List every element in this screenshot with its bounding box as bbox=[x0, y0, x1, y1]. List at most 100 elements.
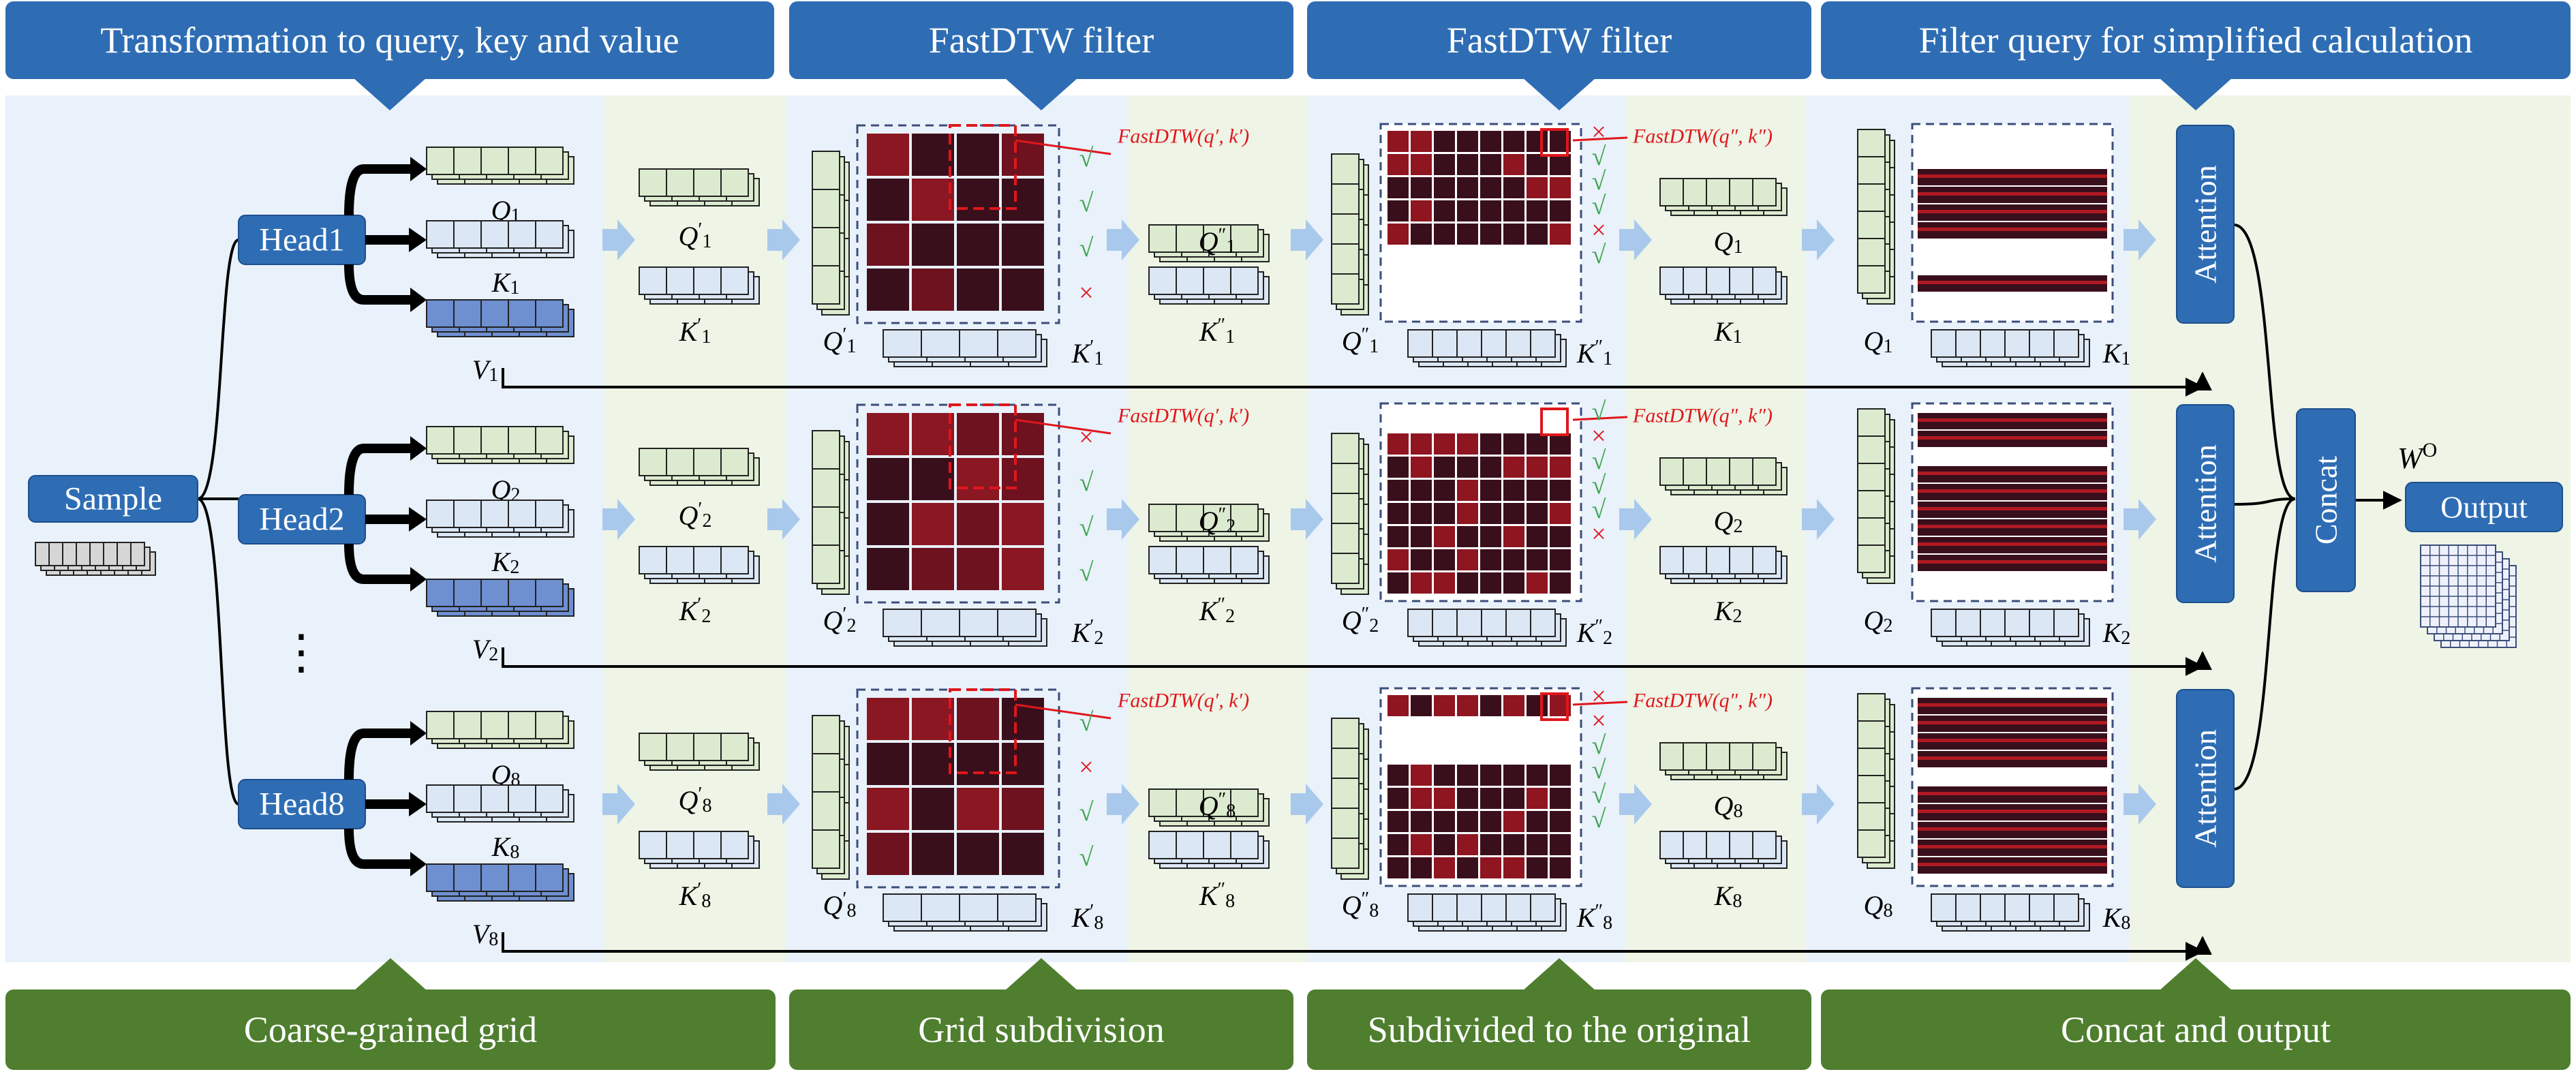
fine-grid-cell bbox=[1550, 224, 1571, 245]
fine-query-column bbox=[1331, 153, 1369, 316]
check-mark: √ bbox=[1079, 708, 1094, 737]
coarse-pointer-line bbox=[1015, 703, 1111, 720]
fine-grid-cell bbox=[1411, 200, 1432, 221]
query-prime-label: Q′1 bbox=[678, 219, 711, 252]
fine-grid-cell bbox=[1387, 811, 1409, 832]
fine-grid-cell bbox=[1411, 549, 1432, 570]
fine-grid-cell bbox=[1503, 480, 1524, 501]
fine-grid-cell bbox=[1457, 200, 1478, 221]
fine-grid-cell bbox=[1480, 857, 1501, 878]
fine-grid-cell bbox=[1503, 526, 1524, 547]
flow-arrow-6 bbox=[1802, 499, 1835, 540]
check-mark: √ bbox=[1592, 471, 1606, 500]
fine-grid-cell bbox=[1480, 788, 1501, 809]
coarse-grid-cell bbox=[867, 134, 909, 176]
stack-layer bbox=[426, 299, 564, 328]
flow-arrow-1 bbox=[602, 219, 635, 260]
bottom-banner-4-box bbox=[1821, 989, 2571, 1070]
fine-grid-cell bbox=[1411, 526, 1432, 547]
fine-grid-cell bbox=[1550, 549, 1571, 570]
fine-pointer-line bbox=[1572, 701, 1628, 706]
fine-query-label: Q″8 bbox=[1342, 889, 1379, 921]
query-dprime-stack bbox=[1148, 788, 1270, 827]
fine-grid-cell bbox=[1503, 549, 1524, 570]
fine-grid-cell bbox=[1550, 200, 1571, 221]
value-stack bbox=[426, 299, 574, 337]
bottom-banner-4-label: Concat and output bbox=[2061, 1009, 2331, 1050]
fine-grid-cell bbox=[1550, 834, 1571, 855]
bottom-banner-3-label: Subdivided to the original bbox=[1368, 1009, 1751, 1050]
query-dprime-stack bbox=[1148, 504, 1270, 542]
fine-grid-cell bbox=[1434, 200, 1455, 221]
key-prime-stack bbox=[639, 266, 760, 305]
head-box-3: Head8 bbox=[238, 779, 366, 829]
flow-arrow-2 bbox=[767, 499, 800, 540]
filtered-band-highlight bbox=[1918, 542, 2107, 546]
query-final-label: Q8 bbox=[1714, 791, 1743, 822]
stack-layer bbox=[1331, 718, 1360, 869]
query-stack bbox=[426, 426, 574, 464]
coarse-grid-cell bbox=[1002, 224, 1044, 266]
coarse-grid-cell bbox=[957, 503, 999, 545]
coarse-grid-cell bbox=[1002, 833, 1044, 875]
head-box-1-label: Head1 bbox=[259, 222, 344, 258]
coarse-key-row bbox=[883, 609, 1047, 647]
fine-grid-cell bbox=[1434, 154, 1455, 175]
branch-arrow-shaft bbox=[344, 828, 413, 869]
bottom-banner-2-box bbox=[789, 989, 1293, 1070]
fine-grid-cell bbox=[1387, 457, 1409, 478]
stack-layer bbox=[1659, 831, 1777, 859]
fine-grid-cell bbox=[1527, 572, 1548, 594]
query-prime-label: Q′2 bbox=[678, 499, 711, 532]
filtered-key-label: K1 bbox=[2102, 338, 2131, 369]
top-banner-1: Transformation to query, key and value bbox=[5, 1, 774, 110]
concat-box-label: Concat bbox=[2309, 456, 2344, 545]
stack-layer bbox=[426, 784, 564, 813]
flow-arrow-3 bbox=[1107, 499, 1139, 540]
fine-grid-cell bbox=[1480, 224, 1501, 245]
flow-arrow-2 bbox=[767, 784, 800, 825]
coarse-key-row bbox=[883, 893, 1047, 932]
top-banner-4-box bbox=[1821, 1, 2571, 79]
fine-grid-cell bbox=[1434, 177, 1455, 198]
coarse-grid-cell bbox=[1002, 743, 1044, 785]
fine-grid-cell bbox=[1434, 572, 1455, 594]
fine-pointer-line bbox=[1572, 136, 1628, 142]
fine-highlight bbox=[1540, 408, 1569, 436]
stack-layer bbox=[426, 500, 564, 528]
fine-grid-cell bbox=[1527, 857, 1548, 878]
stack-layer bbox=[1659, 742, 1777, 771]
coarse-query-column bbox=[812, 151, 850, 316]
coarse-grid-cell bbox=[957, 743, 999, 785]
flow-arrow-7 bbox=[2123, 219, 2156, 260]
concat-box-box bbox=[2296, 408, 2356, 592]
fine-grid-cell bbox=[1503, 857, 1524, 878]
fine-grid-cell bbox=[1411, 177, 1432, 198]
branch-arrow-head bbox=[410, 436, 427, 461]
top-banner-3-box bbox=[1307, 1, 1811, 79]
coarse-query-column bbox=[812, 430, 850, 595]
fine-grid-cell bbox=[1527, 834, 1548, 855]
bottom-banner-3: Subdivided to the original bbox=[1307, 958, 1811, 1070]
fine-grid-cell bbox=[1411, 695, 1432, 716]
coarse-pointer-line bbox=[1015, 418, 1111, 435]
key-stack bbox=[426, 784, 574, 823]
ellipsis: ⋮ bbox=[277, 627, 325, 679]
top-banner-4-pointer bbox=[2159, 78, 2233, 110]
cross-mark: × bbox=[1079, 279, 1093, 307]
flow-arrow-4 bbox=[1291, 219, 1323, 260]
fine-grid-cell bbox=[1387, 695, 1409, 716]
query-final-stack bbox=[1659, 742, 1788, 780]
top-banner-2-box bbox=[789, 1, 1293, 79]
branch-arrow-shaft bbox=[344, 543, 413, 584]
stack-layer bbox=[1331, 153, 1360, 305]
stack-layer bbox=[1659, 457, 1777, 486]
fine-grid-cell bbox=[1411, 788, 1432, 809]
query-prime-stack bbox=[639, 448, 760, 486]
stack-layer bbox=[426, 579, 564, 607]
fine-grid-cell bbox=[1457, 224, 1478, 245]
stack-layer bbox=[426, 711, 564, 739]
coarse-query-label: Q′1 bbox=[823, 324, 856, 357]
fine-grid-frame bbox=[1379, 402, 1582, 602]
check-mark: √ bbox=[1592, 167, 1606, 196]
